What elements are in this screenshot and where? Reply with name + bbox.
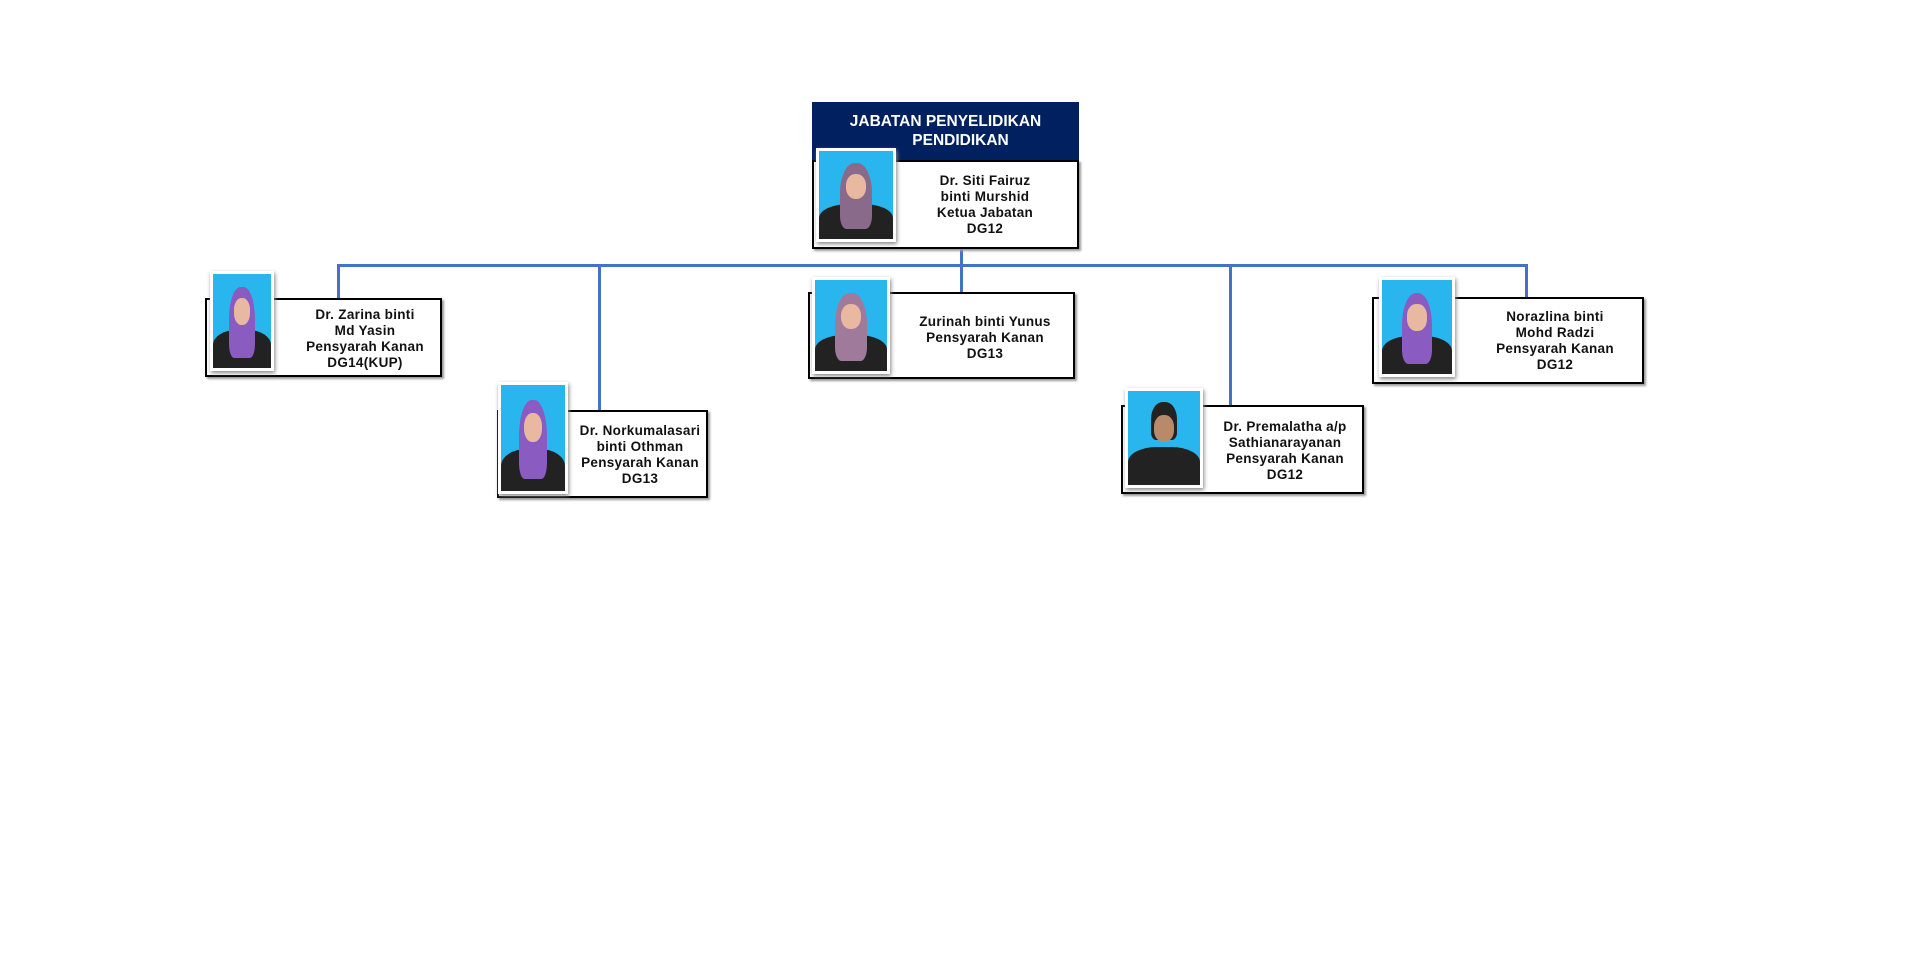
member-grade: DG13 bbox=[621, 471, 659, 486]
member-position: Pensyarah Kanan bbox=[306, 339, 424, 354]
connector-norazlina bbox=[1525, 264, 1528, 297]
member-photo-zarina bbox=[210, 271, 274, 371]
member-grade: DG13 bbox=[966, 346, 1004, 361]
head-photo bbox=[816, 148, 896, 242]
connector-norkumalasari bbox=[598, 264, 601, 411]
member-text-premalatha: Dr. Premalatha a/p Sathianarayanan Pensy… bbox=[1210, 419, 1360, 483]
connector-premalatha bbox=[1229, 264, 1232, 406]
member-grade: DG12 bbox=[1536, 357, 1574, 372]
member-name1: Dr. Zarina binti bbox=[315, 307, 415, 322]
member-photo-norazlina bbox=[1379, 277, 1455, 377]
member-name1: Norazlina binti bbox=[1506, 309, 1604, 324]
member-grade: DG14(KUP) bbox=[327, 355, 403, 370]
connector-zarina bbox=[337, 264, 340, 299]
member-position: Pensyarah Kanan bbox=[581, 455, 699, 470]
head-text: Dr. Siti Fairuz binti Murshid Ketua Jaba… bbox=[900, 173, 1070, 237]
member-name1: Zurinah binti Yunus bbox=[919, 314, 1051, 329]
member-name1: Dr. Premalatha a/p bbox=[1223, 419, 1347, 434]
connector-horizontal bbox=[337, 264, 1528, 267]
member-photo-norkumalasari bbox=[498, 382, 568, 494]
head-position: Ketua Jabatan bbox=[936, 205, 1034, 220]
member-position: Pensyarah Kanan bbox=[1496, 341, 1614, 356]
member-name1: Dr. Norkumalasari bbox=[579, 423, 701, 438]
member-text-zurinah: Zurinah binti Yunus Pensyarah Kanan DG13 bbox=[900, 314, 1070, 362]
member-text-norkumalasari: Dr. Norkumalasari binti Othman Pensyarah… bbox=[575, 423, 705, 487]
member-photo-zurinah bbox=[812, 277, 890, 374]
member-name2: Md Yasin bbox=[334, 323, 396, 338]
member-name2: binti Othman bbox=[596, 439, 684, 454]
member-name2: Mohd Radzi bbox=[1515, 325, 1595, 340]
member-grade: DG12 bbox=[1266, 467, 1304, 482]
department-title-line1: JABATAN PENYELIDIKAN bbox=[849, 113, 1042, 130]
head-grade: DG12 bbox=[966, 221, 1004, 236]
head-name1: Dr. Siti Fairuz bbox=[939, 173, 1031, 188]
member-position: Pensyarah Kanan bbox=[1226, 451, 1344, 466]
member-text-norazlina: Norazlina binti Mohd Radzi Pensyarah Kan… bbox=[1480, 309, 1630, 373]
department-title-line2: PENDIDIKAN bbox=[912, 132, 1009, 149]
connector-head bbox=[960, 248, 963, 293]
member-name2: Sathianarayanan bbox=[1228, 435, 1342, 450]
member-photo-premalatha bbox=[1125, 388, 1203, 488]
member-text-zarina: Dr. Zarina binti Md Yasin Pensyarah Kana… bbox=[290, 307, 440, 371]
member-position: Pensyarah Kanan bbox=[926, 330, 1044, 345]
head-name2: binti Murshid bbox=[940, 189, 1030, 204]
